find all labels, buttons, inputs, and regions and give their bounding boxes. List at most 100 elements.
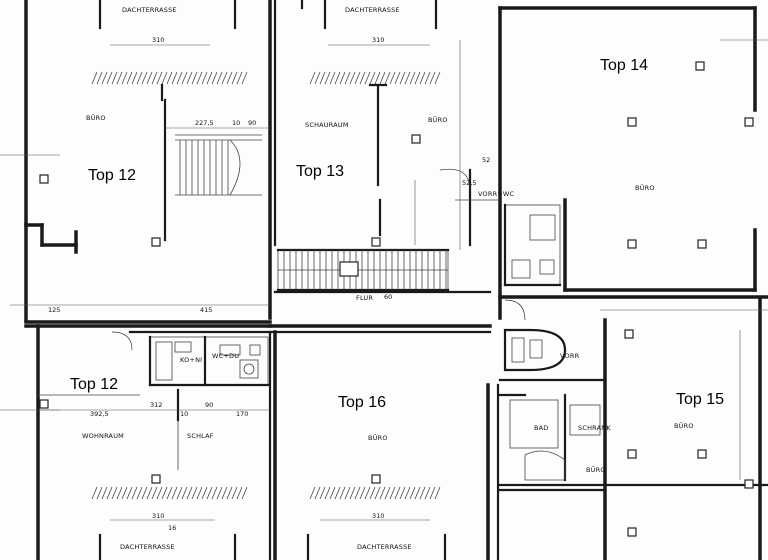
terrace-hatch	[414, 71, 421, 85]
dim-d3: 227,5	[195, 119, 214, 127]
room-buero-6: BÜRO	[674, 421, 694, 430]
terrace-hatch	[156, 486, 163, 500]
terrace-hatch	[334, 71, 341, 85]
terrace-hatch	[166, 71, 173, 85]
room-wohnraum: WOHNRAUM	[82, 432, 124, 440]
terrace-hatch	[404, 71, 411, 85]
terrace-hatch	[161, 486, 168, 500]
dimension-lines	[0, 39, 768, 521]
unit-label-top14: Top 14	[600, 57, 648, 74]
terrace-hatch	[191, 71, 198, 85]
terrace-hatch	[374, 486, 381, 500]
terrace-hatch	[314, 71, 321, 85]
terrace-hatch	[329, 486, 336, 500]
terrace-hatch	[96, 71, 103, 85]
kitchen-wc-block	[148, 335, 270, 387]
terrace-hatch	[384, 486, 391, 500]
terrace-hatch	[419, 486, 426, 500]
terrace-hatch	[141, 71, 148, 85]
terrace-hatch	[379, 486, 386, 500]
interior-lines	[36, 83, 526, 470]
terrace-hatch	[211, 486, 218, 500]
room-buero-3: BÜRO	[635, 183, 655, 192]
room-vorr: VORR	[560, 352, 580, 360]
dimension-texts: 310 310 227,5 10 90 52 52,5 415 125 312 …	[48, 36, 490, 532]
columns	[39, 61, 754, 537]
terrace-hatch	[121, 71, 128, 85]
terrace-hatch	[424, 486, 431, 500]
terrace-hatch	[221, 71, 228, 85]
terrace-hatch	[379, 71, 386, 85]
room-dachterrasse-1: DACHTERRASSE	[122, 6, 177, 14]
terrace-hatch	[201, 486, 208, 500]
terrace-hatch	[181, 486, 188, 500]
room-wc-du: WC+DU	[212, 352, 239, 360]
terrace-hatch	[106, 71, 113, 85]
terrace-hatch	[151, 71, 158, 85]
terrace-hatch	[354, 71, 361, 85]
room-schlaf: SCHLAF	[187, 432, 214, 440]
terrace-hatch	[111, 71, 118, 85]
staircase	[276, 248, 450, 292]
terrace-hatch	[231, 486, 238, 500]
terrace-hatch	[309, 486, 316, 500]
terrace-hatch	[101, 71, 108, 85]
wall-lines	[24, 0, 768, 560]
dim-d7: 52,5	[462, 179, 476, 187]
terrace-hatch	[191, 486, 198, 500]
terrace-hatch	[176, 486, 183, 500]
dim-d16: 310	[372, 512, 384, 520]
terrace-hatch	[384, 71, 391, 85]
terrace-hatch	[216, 486, 223, 500]
room-flur: FLUR	[356, 294, 373, 302]
terrace-hatch	[196, 486, 203, 500]
terrace-hatch	[136, 71, 143, 85]
terrace-hatch	[414, 486, 421, 500]
terrace-hatch	[329, 71, 336, 85]
terrace-hatch	[211, 71, 218, 85]
terrace-hatch	[166, 486, 173, 500]
terrace-hatch	[434, 71, 441, 85]
dim-d18: 60	[384, 293, 392, 301]
terrace-hatch	[146, 71, 153, 85]
terrace-hatch	[151, 486, 158, 500]
room-dachterrasse-3: DACHTERRASSE	[120, 543, 175, 551]
terrace-hatch	[319, 71, 326, 85]
terrace-hatch	[236, 486, 243, 500]
terrace-hatch	[434, 486, 441, 500]
terrace-hatch	[171, 486, 178, 500]
terrace-hatch	[349, 71, 356, 85]
terrace-hatch	[91, 486, 98, 500]
room-buero-1: BÜRO	[86, 113, 106, 122]
terrace-hatch	[389, 71, 396, 85]
terrace-hatch	[221, 486, 228, 500]
terrace-hatch	[216, 71, 223, 85]
terrace-hatch	[121, 486, 128, 500]
room-buero-2: BÜRO	[428, 115, 448, 124]
unit-labels: Top 12 Top 13 Top 14 Top 12 Top 16 Top 1…	[70, 57, 724, 411]
room-dachterrasse-4: DACHTERRASSE	[357, 543, 412, 551]
terrace-hatch	[226, 71, 233, 85]
dim-d5: 90	[248, 119, 256, 127]
terrace-hatch	[344, 71, 351, 85]
unit-label-top13: Top 13	[296, 163, 344, 180]
terrace-hatch	[176, 71, 183, 85]
terrace-hatch	[339, 486, 346, 500]
unit-label-top16: Top 16	[338, 394, 386, 411]
terrace-hatch	[409, 71, 416, 85]
terrace-hatches	[91, 71, 441, 500]
terrace-hatch	[354, 486, 361, 500]
terrace-hatch	[161, 71, 168, 85]
room-buero-5: BÜRO	[586, 465, 606, 474]
terrace-hatch	[201, 71, 208, 85]
terrace-hatch	[369, 71, 376, 85]
terrace-hatch	[116, 486, 123, 500]
terrace-hatch	[404, 486, 411, 500]
terrace-hatch	[374, 71, 381, 85]
terrace-hatch	[394, 486, 401, 500]
round-wc	[503, 328, 567, 372]
terrace-hatch	[314, 486, 321, 500]
dim-d2: 310	[372, 36, 384, 44]
terrace-hatch	[226, 486, 233, 500]
terrace-hatch	[231, 71, 238, 85]
